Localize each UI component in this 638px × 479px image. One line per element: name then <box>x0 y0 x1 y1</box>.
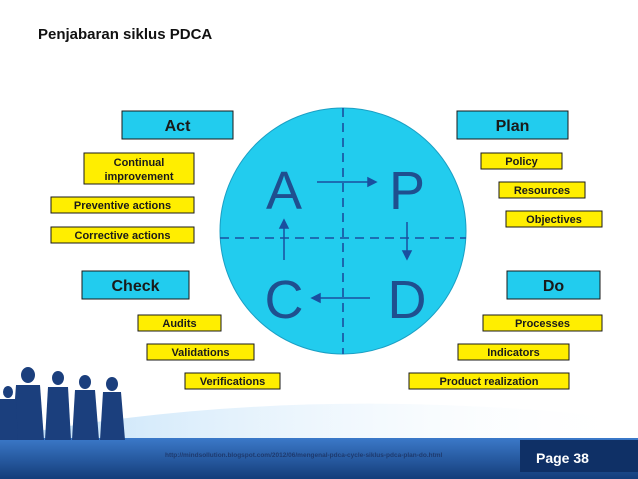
act-item-text: Preventive actions <box>74 200 171 212</box>
check-item-audits: Audits <box>137 314 222 332</box>
header-do-label: Do <box>543 278 565 295</box>
do-item-indicators: Indicators <box>457 343 570 361</box>
header-act-label: Act <box>165 118 191 135</box>
act-item-text: improvement <box>104 171 173 183</box>
act-item-corrective-actions: Corrective actions <box>50 226 195 244</box>
letter-a: A <box>266 161 302 221</box>
footer-url[interactable]: http://mindsollution.blogspot.com/2012/0… <box>165 452 443 459</box>
check-item-text: Validations <box>171 347 229 359</box>
check-item-text: Verifications <box>200 376 265 388</box>
check-item-validations: Validations <box>146 343 255 361</box>
header-check-label: Check <box>111 278 159 295</box>
plan-item-objectives: Objectives <box>505 210 603 228</box>
header-check: Check <box>81 270 190 300</box>
plan-item-policy: Policy <box>480 152 563 170</box>
check-item-verifications: Verifications <box>184 372 281 390</box>
header-do: Do <box>506 270 601 300</box>
header-plan: Plan <box>456 110 569 140</box>
plan-item-resources: Resources <box>498 181 586 199</box>
page-title: Penjabaran siklus PDCA <box>38 26 213 43</box>
letter-d: D <box>388 270 427 330</box>
do-item-product-realization: Product realization <box>408 372 570 390</box>
plan-item-text: Objectives <box>526 214 582 226</box>
plan-item-text: Resources <box>514 185 570 197</box>
plan-item-text: Policy <box>505 156 538 168</box>
page-badge <box>520 440 638 472</box>
act-item-continual-improvement: Continual improvement <box>83 152 195 185</box>
do-item-processes: Processes <box>482 314 603 332</box>
letter-p: P <box>389 161 425 221</box>
header-plan-label: Plan <box>496 118 530 135</box>
people-silhouettes <box>0 367 125 440</box>
do-item-text: Indicators <box>487 347 540 359</box>
check-item-text: Audits <box>162 318 196 330</box>
do-item-text: Product realization <box>439 376 538 388</box>
act-item-text: Continual <box>114 157 165 169</box>
page-number: Page 38 <box>536 450 589 466</box>
letter-c: C <box>265 270 304 330</box>
header-act: Act <box>121 110 234 140</box>
act-item-preventive-actions: Preventive actions <box>50 196 195 214</box>
do-item-text: Processes <box>515 318 570 330</box>
footer-swoosh <box>0 403 638 438</box>
act-item-text: Corrective actions <box>75 230 171 242</box>
